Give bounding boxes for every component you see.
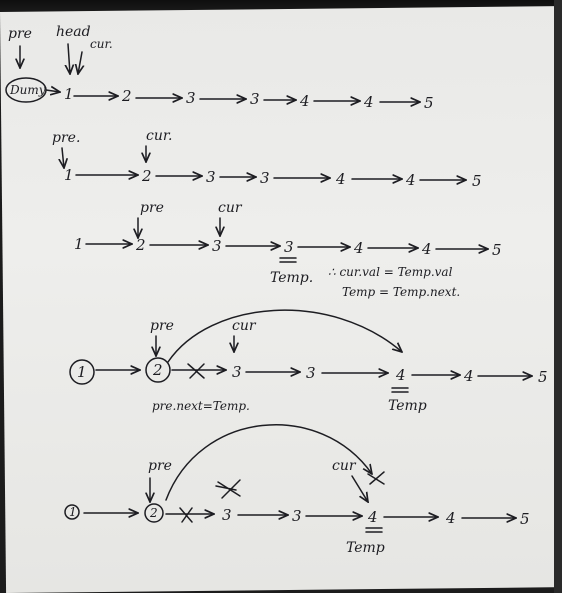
row-2: pre. cur. 1 2 3 3 4 4 5 bbox=[52, 128, 482, 190]
dummy-link-arrow bbox=[45, 90, 60, 92]
pointer-label-head: head bbox=[56, 24, 91, 40]
relink-arc bbox=[165, 424, 372, 501]
pointer-label-pre: pre bbox=[8, 26, 32, 42]
node-label: 4 bbox=[363, 93, 374, 111]
temp-label: Temp. bbox=[270, 270, 313, 286]
node-label: 4 bbox=[299, 92, 310, 110]
node-label: 3 bbox=[186, 89, 196, 107]
pre-pointer-arrow bbox=[62, 147, 64, 168]
pointer-label-cur: cur bbox=[218, 200, 243, 216]
note-line: pre.next=Temp. bbox=[152, 399, 250, 413]
node-label: 1 bbox=[69, 505, 77, 519]
node-label: 4 bbox=[445, 509, 456, 527]
node-label: 3 bbox=[292, 507, 302, 525]
pointer-label-pre: pre bbox=[148, 458, 172, 474]
node-label: 2 bbox=[149, 506, 158, 520]
node-label: 4 bbox=[395, 366, 406, 384]
row-5: pre cur 1 2 3 3 4 4 5 Temp bbox=[64, 424, 530, 556]
node-label: 3 bbox=[250, 90, 260, 108]
node-label: 1 bbox=[64, 166, 74, 184]
row-4: pre cur 1 2 3 3 4 4 5 Temp pre.next=Temp… bbox=[69, 309, 548, 414]
cur-pointer-arrow bbox=[78, 51, 82, 74]
node-circle bbox=[64, 504, 80, 520]
node-label: 3 bbox=[212, 237, 222, 255]
node-circle bbox=[69, 359, 95, 385]
head-pointer-arrow bbox=[68, 43, 70, 74]
node-label: 1 bbox=[64, 85, 74, 103]
node-label: 3 bbox=[306, 364, 316, 382]
node-circle bbox=[144, 503, 164, 523]
scribbled-arrow-mark bbox=[367, 471, 385, 485]
row-1: pre head cur. Dumy 1 2 3 3 4 4 5 bbox=[5, 24, 434, 112]
note-line: ∴ cur.val = Temp.val bbox=[328, 265, 453, 279]
equals-mark bbox=[391, 387, 409, 393]
pointer-label-pre: pre. bbox=[52, 130, 80, 146]
pointer-label-cur: cur bbox=[332, 458, 357, 474]
node-label: 3 bbox=[206, 168, 216, 186]
node-label: 2 bbox=[121, 87, 132, 105]
pointer-label-cur: cur. bbox=[146, 128, 172, 144]
cut-link-mark bbox=[187, 363, 205, 379]
node-label: 5 bbox=[492, 241, 502, 259]
node-label: 4 bbox=[335, 170, 346, 188]
pointer-label-pre: pre bbox=[140, 200, 164, 216]
node-label: 2 bbox=[135, 236, 146, 254]
pointer-label-pre: pre bbox=[150, 318, 174, 334]
node-label: 4 bbox=[405, 171, 416, 189]
node-label: 1 bbox=[74, 235, 84, 253]
node-label: 5 bbox=[520, 510, 530, 528]
node-label: 1 bbox=[77, 363, 87, 381]
node-label: 5 bbox=[472, 172, 482, 190]
node-circle bbox=[145, 357, 171, 383]
node-label: 2 bbox=[152, 361, 163, 379]
node-label: 2 bbox=[141, 167, 152, 185]
temp-label: Temp bbox=[346, 540, 385, 556]
desk-edge bbox=[554, 0, 562, 593]
relink-arc bbox=[167, 309, 402, 363]
node-label: 5 bbox=[424, 94, 434, 112]
node-label: 3 bbox=[284, 238, 294, 256]
equals-mark bbox=[279, 257, 297, 263]
pointer-label-cur: cur bbox=[232, 318, 257, 334]
equals-mark bbox=[365, 527, 383, 533]
node-label: 3 bbox=[232, 363, 242, 381]
node-label: 4 bbox=[353, 239, 364, 257]
cur-pointer-arrow bbox=[351, 475, 368, 502]
scribbled-arrow-mark bbox=[215, 479, 241, 499]
pointer-label-cur: cur. bbox=[90, 37, 113, 51]
temp-label: Temp bbox=[388, 398, 427, 414]
note-line: Temp = Temp.next. bbox=[342, 285, 460, 299]
row-3: pre cur 1 2 3 3 4 4 5 Temp. ∴ cur.val = … bbox=[74, 200, 502, 299]
node-label: 4 bbox=[367, 508, 378, 526]
cut-link-mark bbox=[179, 507, 193, 523]
node-label: 5 bbox=[538, 368, 548, 386]
node-label: 3 bbox=[222, 506, 232, 524]
node-label: 3 bbox=[260, 169, 270, 187]
dummy-node-label: Dumy bbox=[9, 83, 46, 97]
node-label: 4 bbox=[421, 240, 432, 258]
node-label: 4 bbox=[463, 367, 474, 385]
